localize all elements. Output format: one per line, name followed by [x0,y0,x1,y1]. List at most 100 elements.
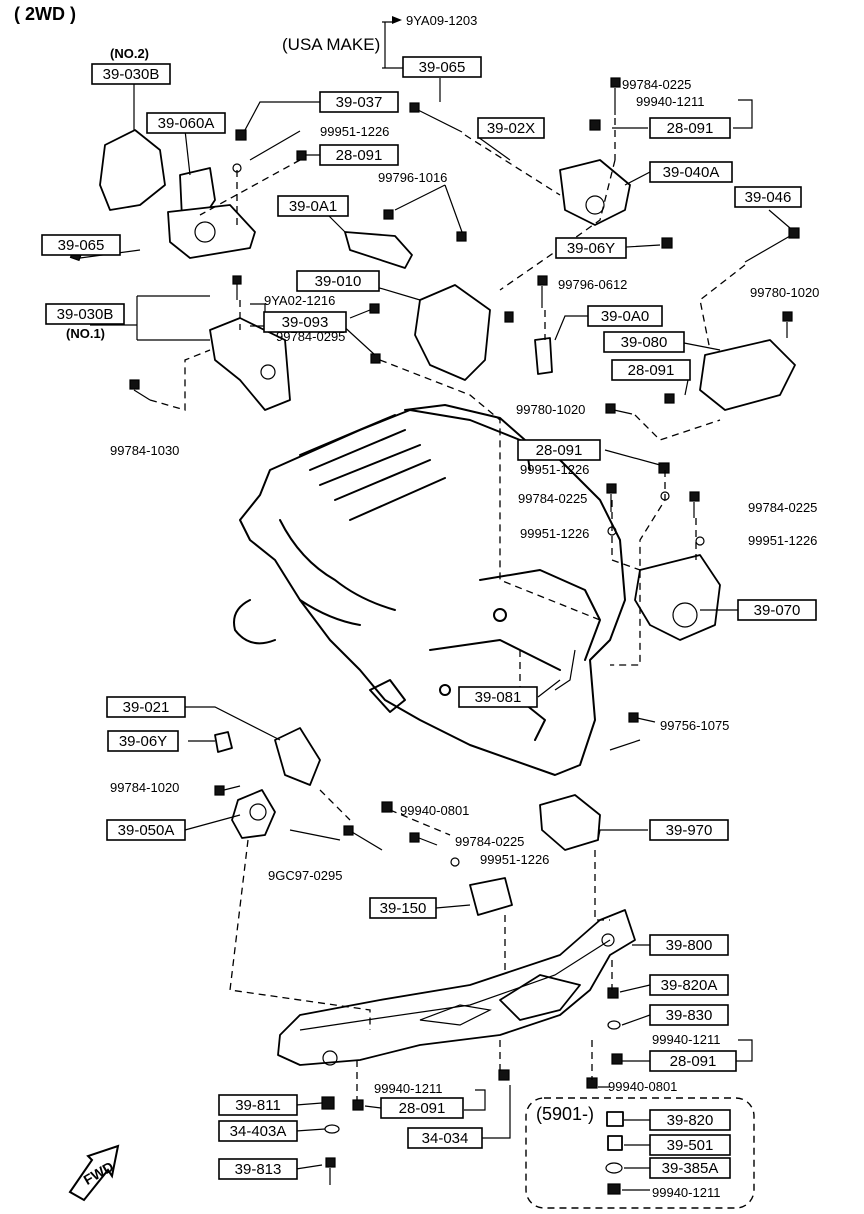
part-box-frame [734,186,802,208]
part-box-frame [107,730,179,752]
part-box-label: 39-021 [123,699,170,716]
part-number-99780-1020: 99780-1020 [516,402,585,417]
part-box-frame [402,56,482,78]
part-box-28-091: 28-091 [649,117,731,139]
part-box-label: 39-830 [666,1007,713,1024]
part-box-frame [319,91,399,113]
part-box-frame [41,234,121,256]
part-box-frame [369,897,437,919]
part-box-label: 28-091 [628,362,675,379]
part-box-39-06y: 39-06Y [107,730,179,752]
part-box-frame [587,305,663,327]
part-number-99940-0801: 99940-0801 [608,1079,677,1094]
part-box-frame [277,195,349,217]
part-box-label: 39-050A [118,822,175,839]
part-box-frame [106,819,186,841]
part-box-frame [218,1158,298,1180]
part-box-39-385a: 39-385A [649,1157,731,1179]
part-box-39-081: 39-081 [458,686,538,708]
crossmember-drawing [277,909,636,1066]
part-number-99784-0225: 99784-0225 [455,834,524,849]
serial-group-frame [525,1097,755,1209]
part-box-39-046: 39-046 [734,186,802,208]
part-box-frame [555,237,627,259]
part-box-39-0a1: 39-0A1 [277,195,349,217]
part-box-34-403a: 34-403A [218,1120,298,1142]
usa-make-ref: 9YA09-1203 [406,13,477,28]
note-no2: (NO.2) [110,46,149,61]
part-box-39-010: 39-010 [296,270,380,292]
part-box-label: 39-037 [336,94,383,111]
part-box-frame [477,117,545,139]
part-box-frame [517,439,601,461]
part-number-99784-0225: 99784-0225 [622,77,691,92]
part-box-label: 39-970 [666,822,713,839]
part-box-label: 39-06Y [119,733,167,750]
part-number-99951-1226: 99951-1226 [520,462,589,477]
part-box-label: 39-081 [475,689,522,706]
usa-make-label: (USA MAKE) [282,35,380,54]
part-box-39-065: 39-065 [41,234,121,256]
part-box-39-813: 39-813 [218,1158,298,1180]
part-box-frame [263,311,347,333]
part-box-39-021: 39-021 [106,696,186,718]
part-box-label: 39-811 [235,1097,281,1114]
part-box-frame [649,161,733,183]
part-box-39-070: 39-070 [737,599,817,621]
part-box-label: 28-091 [336,147,383,164]
part-box-frame [407,1127,483,1149]
part-number-9gc97-0295: 9GC97-0295 [268,868,342,883]
part-box-39-820a: 39-820A [649,974,729,996]
part-box-39-02x: 39-02X [477,117,545,139]
variant-title: ( 2WD ) [14,4,76,24]
part-box-frame [319,144,399,166]
part-number-99780-1020: 99780-1020 [750,285,819,300]
part-box-frame [649,819,729,841]
part-number-99784-0225: 99784-0225 [748,500,817,515]
part-box-39-040a: 39-040A [649,161,733,183]
part-box-label: 39-0A1 [289,198,337,215]
part-box-frame [91,63,171,85]
part-box-label: 39-800 [666,937,713,954]
part-box-39-065: 39-065 [402,56,482,78]
part-box-label: 39-385A [662,1160,719,1177]
part-box-28-091: 28-091 [517,439,601,461]
part-box-frame [380,1097,464,1119]
part-box-label: 39-080 [621,334,668,351]
part-box-label: 39-820 [667,1112,714,1129]
usa-make-arrow [392,16,402,24]
part-box-label: 28-091 [399,1100,446,1117]
part-box-label: 39-0A0 [601,308,649,325]
part-number-99756-1075: 99756-1075 [660,718,729,733]
part-box-label: 39-093 [282,314,329,331]
part-box-39-150: 39-150 [369,897,437,919]
engine-block-drawing [233,404,626,776]
part-box-label: 39-030B [103,66,160,83]
part-box-frame [603,331,685,353]
part-box-frame [218,1094,298,1116]
part-box-frame [458,686,538,708]
part-box-label: 34-034 [422,1130,469,1147]
part-box-34-034: 34-034 [407,1127,483,1149]
part-box-39-06y: 39-06Y [555,237,627,259]
part-box-39-030b: 39-030B [45,303,125,325]
part-box-label: 39-02X [487,120,535,137]
part-number-99940-1211: 99940-1211 [652,1032,720,1047]
part-box-39-970: 39-970 [649,819,729,841]
part-number-99951-1226: 99951-1226 [520,526,589,541]
part-box-label: 39-040A [663,164,720,181]
part-box-label: 39-030B [57,306,114,323]
part-number-99784-1030: 99784-1030 [110,443,179,458]
part-number-99940-0801: 99940-0801 [400,803,469,818]
part-number-99940-1211: 99940-1211 [374,1081,442,1096]
mount-parts [99,129,796,916]
part-box-label: 39-070 [754,602,801,619]
leader-lines [79,78,791,1191]
part-number-99784-0225: 99784-0225 [518,491,587,506]
part-box-label: 39-06Y [567,240,615,257]
part-box-39-030b: 39-030B [91,63,171,85]
part-box-39-501: 39-501 [649,1134,731,1156]
assembly-dashed-lines [149,118,746,1100]
part-box-label: 39-065 [419,59,466,76]
part-box-frame [737,599,817,621]
